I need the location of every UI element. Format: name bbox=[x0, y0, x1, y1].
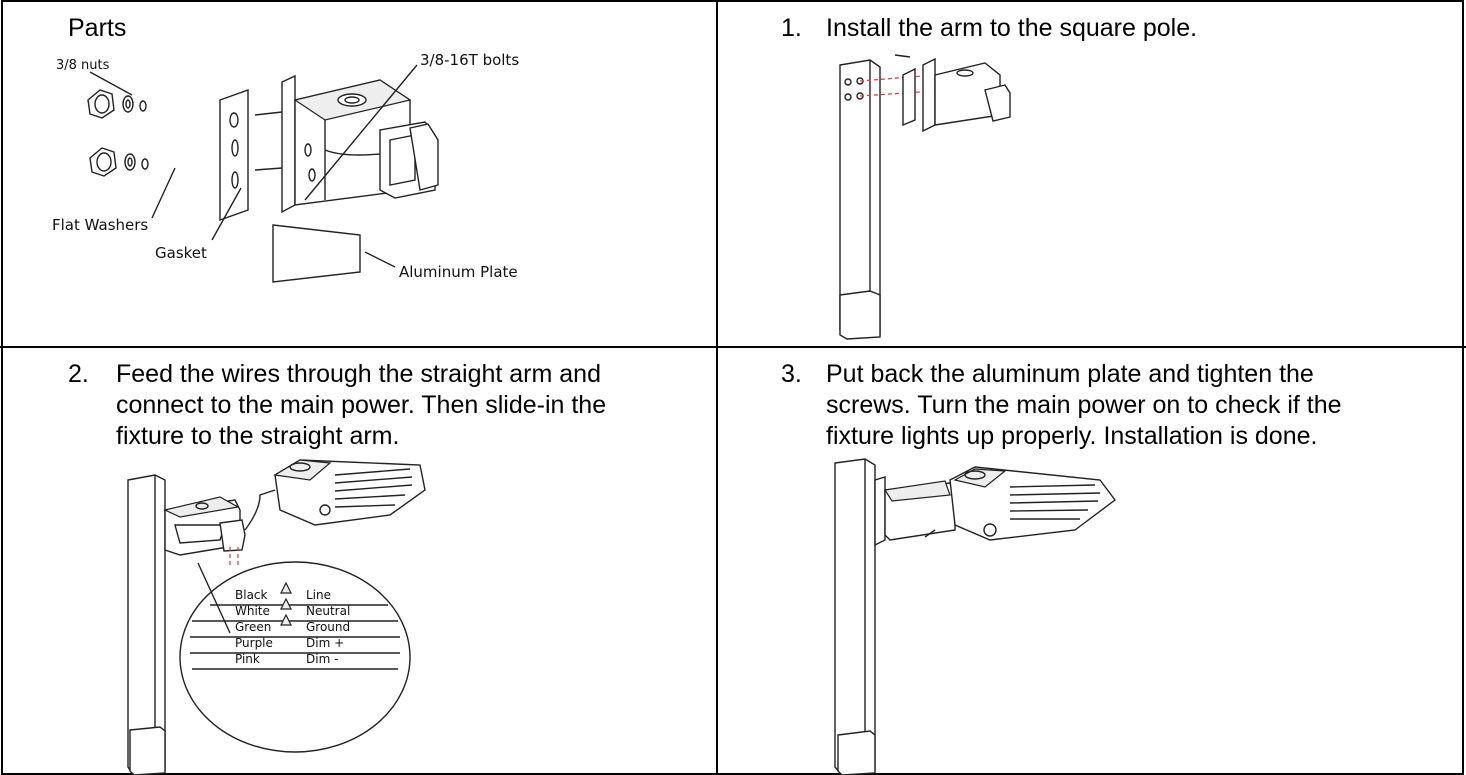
gasket-label: Gasket bbox=[155, 244, 207, 262]
plate-label: Aluminum Plate bbox=[399, 263, 518, 281]
wiring-callout bbox=[179, 561, 411, 753]
step-2-diagram: Black Line White Neutral Green Ground Pu… bbox=[127, 459, 426, 775]
parts-diagram: 3/8 nuts 3/8-16T bolts Flat Washers Gask… bbox=[52, 51, 519, 283]
step-1-diagram bbox=[839, 54, 1011, 340]
square-pole-illustration bbox=[839, 59, 881, 340]
step-3-diagram bbox=[834, 458, 1116, 775]
nut-illustration-1 bbox=[87, 89, 147, 119]
conn-dim-minus: Dim - bbox=[306, 652, 338, 666]
aluminum-plate-illustration bbox=[272, 224, 361, 283]
fixture-illustration bbox=[949, 466, 1116, 541]
square-pole-illustration bbox=[127, 474, 166, 775]
wire-pink: Pink bbox=[235, 652, 260, 666]
row-divider bbox=[0, 346, 1466, 348]
conn-ground: Ground bbox=[306, 620, 350, 634]
wire-white: White bbox=[235, 604, 270, 618]
wiring-table: Black Line White Neutral Green Ground Pu… bbox=[190, 581, 400, 670]
column-divider bbox=[716, 0, 718, 775]
wire-purple: Purple bbox=[235, 636, 273, 650]
step-1-number: 1. bbox=[781, 14, 802, 42]
step-2-line-1: Feed the wires through the straight arm … bbox=[116, 360, 601, 388]
conn-line: Line bbox=[306, 588, 331, 602]
fixture-illustration bbox=[273, 459, 426, 526]
step-3-line-2: screws. Turn the main power on to check … bbox=[826, 391, 1342, 419]
washers-label: Flat Washers bbox=[52, 216, 148, 234]
conn-neutral: Neutral bbox=[306, 604, 350, 618]
wire-black: Black bbox=[235, 588, 268, 602]
step-3-line-1: Put back the aluminum plate and tighten … bbox=[826, 360, 1314, 388]
wire-green: Green bbox=[235, 620, 271, 634]
bolts-label: 3/8-16T bolts bbox=[420, 51, 519, 69]
gasket-illustration bbox=[219, 89, 249, 221]
step-2-line-3: fixture to the straight arm. bbox=[116, 422, 400, 450]
square-pole-illustration bbox=[834, 458, 876, 775]
arm-bracket-illustration bbox=[254, 74, 439, 214]
nuts-label: 3/8 nuts bbox=[56, 58, 110, 73]
conn-dim-plus: Dim + bbox=[306, 636, 344, 650]
step-3-number: 3. bbox=[781, 360, 802, 388]
step-3-line-3: fixture lights up properly. Installation… bbox=[826, 422, 1318, 450]
step-1-text: Install the arm to the square pole. bbox=[826, 14, 1198, 42]
parts-heading: Parts bbox=[68, 14, 127, 42]
step-2-number: 2. bbox=[68, 360, 89, 388]
nut-illustration-2 bbox=[89, 147, 149, 177]
step-2-line-2: connect to the main power. Then slide-in… bbox=[116, 391, 607, 419]
